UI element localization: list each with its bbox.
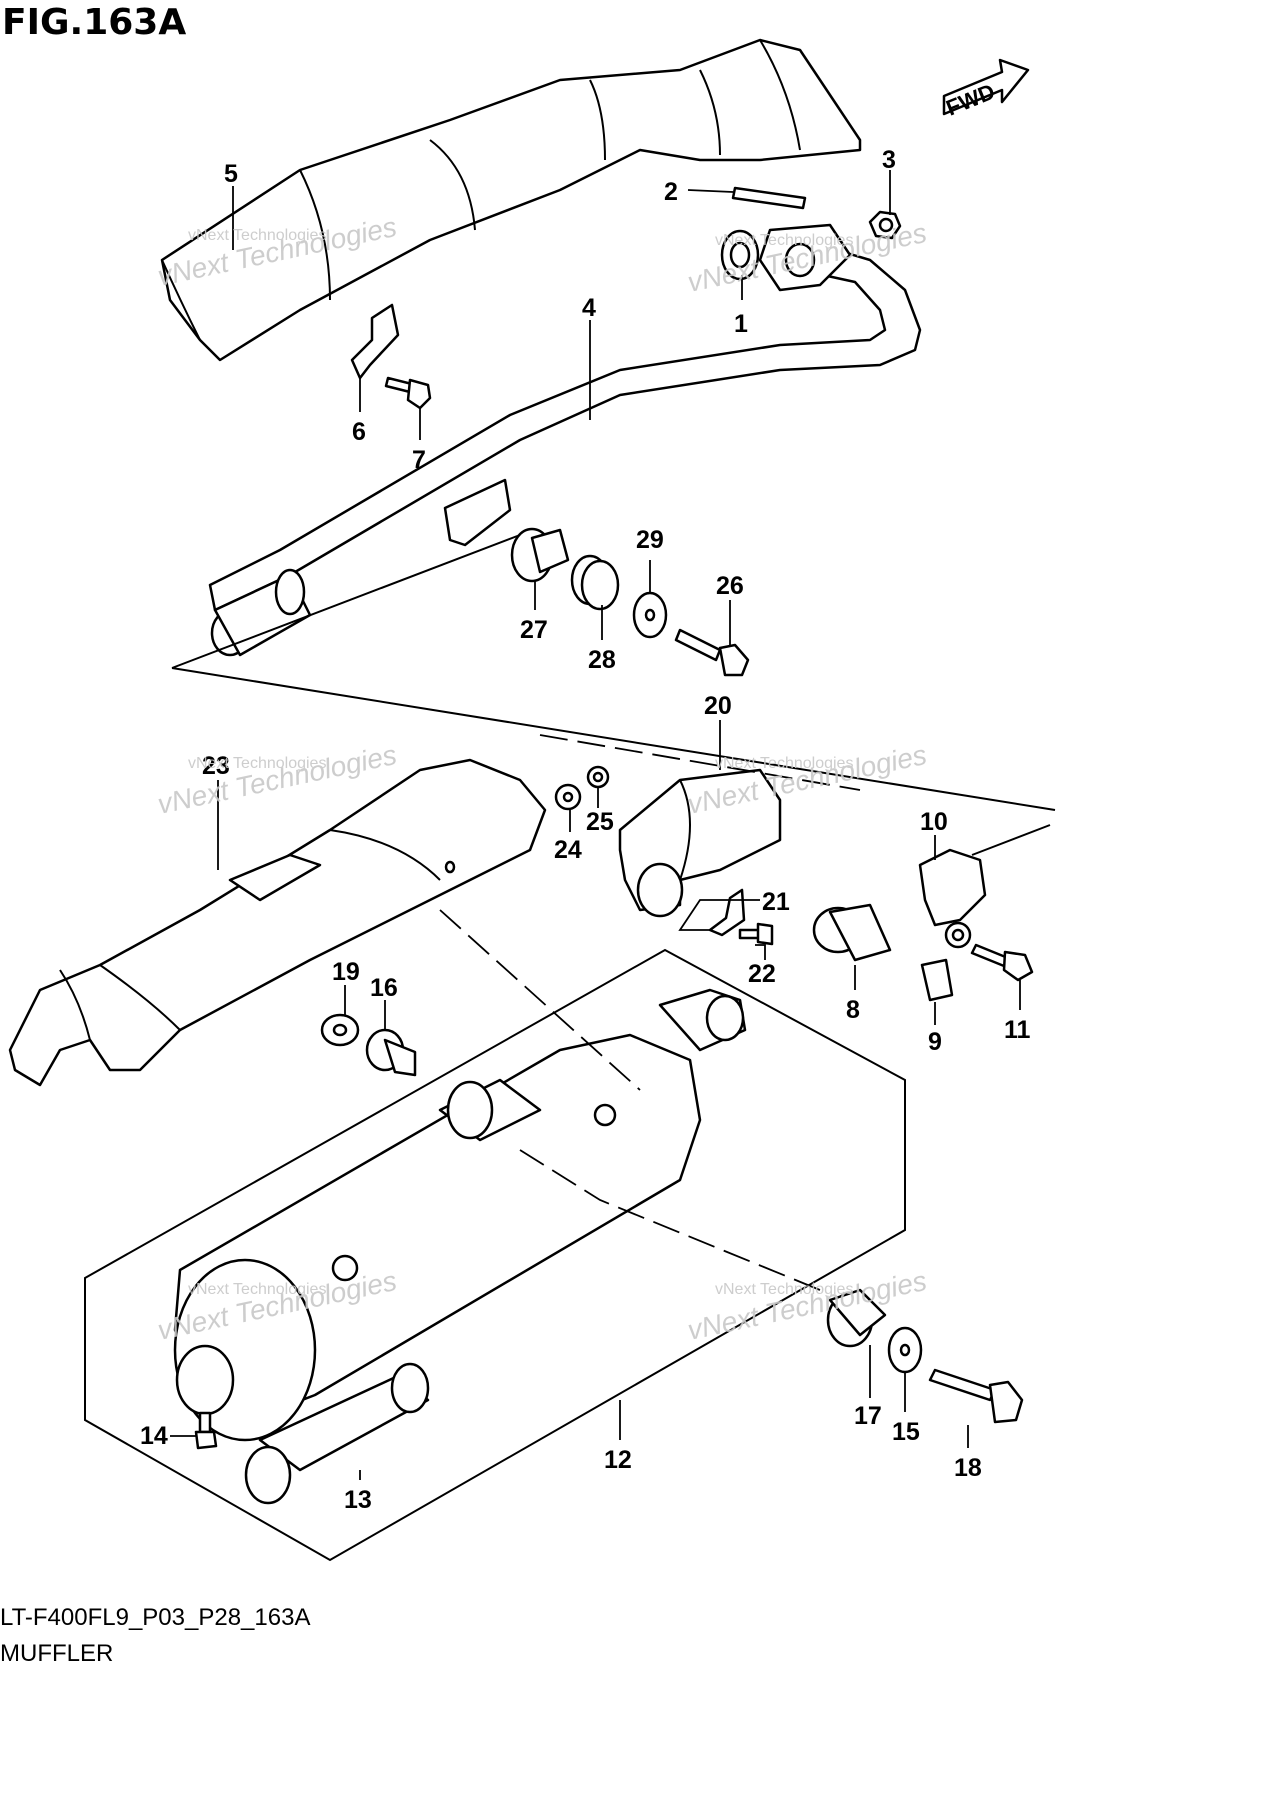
muffler-body xyxy=(173,988,747,1442)
figure-code: LT-F400FL9_P03_P28_163A xyxy=(0,1604,310,1631)
spark-arrester xyxy=(244,1362,430,1505)
muffler-collar xyxy=(365,1028,417,1077)
reference-line xyxy=(171,534,521,669)
svg-text:vNext Technologies: vNext Technologies xyxy=(685,1265,929,1346)
shield-clip xyxy=(708,888,746,937)
figure-title: FIG.163A xyxy=(2,2,186,43)
dashed-guide-line xyxy=(439,909,641,1091)
clip-screw xyxy=(738,922,774,946)
shield-bracket xyxy=(350,303,400,380)
svg-text:vNext Technologies: vNext Technologies xyxy=(715,755,853,772)
callout-6: 6 xyxy=(352,418,366,446)
figure-name: MUFFLER xyxy=(0,1640,113,1667)
pipe-clamp xyxy=(918,848,987,949)
callout-15: 15 xyxy=(892,1418,920,1446)
callout-20: 20 xyxy=(704,692,732,720)
svg-text:vNext Technologies: vNext Technologies xyxy=(188,227,326,244)
callout-7: 7 xyxy=(412,446,426,474)
callout-28: 28 xyxy=(588,646,616,674)
callout-24: 24 xyxy=(554,836,582,864)
flange-nut xyxy=(868,210,902,240)
callout-12: 12 xyxy=(604,1446,632,1474)
muffler-assembly-outline xyxy=(84,948,906,1562)
callout-8: 8 xyxy=(846,996,860,1024)
callout-18: 18 xyxy=(954,1454,982,1482)
grommet-set xyxy=(554,765,610,811)
callout-23: 23 xyxy=(202,752,230,780)
callout-10: 10 xyxy=(920,808,948,836)
callout-21: 21 xyxy=(762,888,790,916)
svg-text:vNext Technologies: vNext Technologies xyxy=(715,232,853,249)
callout-27: 27 xyxy=(520,616,548,644)
muffler-mount-hardware-lower xyxy=(826,1288,1024,1424)
callout-14: 14 xyxy=(140,1422,168,1450)
callout-4: 4 xyxy=(582,294,596,322)
dashed-guide-line xyxy=(519,1149,821,1291)
shield-bolt xyxy=(384,376,432,410)
svg-text:vNext Technologies: vNext Technologies xyxy=(188,1281,326,1298)
muffler-screw xyxy=(194,1411,218,1450)
callout-16: 16 xyxy=(370,974,398,1002)
callout-2: 2 xyxy=(664,178,678,206)
callout-9: 9 xyxy=(928,1028,942,1056)
heat-shield-upper xyxy=(160,38,862,362)
reference-line xyxy=(171,667,1056,811)
clamp-bolt xyxy=(970,943,1034,982)
callout-19: 19 xyxy=(332,958,360,986)
fwd-arrow-icon: FWD xyxy=(943,58,1030,121)
callout-11: 11 xyxy=(1004,1016,1031,1044)
muffler-mount-hardware-upper xyxy=(510,527,750,677)
callout-22: 22 xyxy=(748,960,776,988)
leader-lines xyxy=(170,170,1021,1480)
callout-5: 5 xyxy=(224,160,238,188)
joint-sleeve xyxy=(812,903,892,962)
stud-bolt xyxy=(731,186,807,210)
dashed-guide-line xyxy=(539,734,861,791)
callout-29: 29 xyxy=(636,526,664,554)
exhaust-gasket xyxy=(720,223,852,292)
svg-text:vNext Technologies: vNext Technologies xyxy=(715,1281,853,1298)
callout-26: 26 xyxy=(716,572,744,600)
callout-numbers: 5 2 3 1 4 6 7 27 28 29 26 20 23 24 25 21… xyxy=(140,146,1031,1514)
callout-25: 25 xyxy=(586,808,614,836)
svg-text:vNext Technologies: vNext Technologies xyxy=(188,755,326,772)
exhaust-pipe xyxy=(208,243,922,657)
callout-13: 13 xyxy=(344,1486,372,1514)
callout-17: 17 xyxy=(854,1402,882,1430)
callout-1: 1 xyxy=(734,310,748,338)
muffler-grommet xyxy=(320,1013,360,1047)
callout-3: 3 xyxy=(882,146,896,174)
heat-shield-joint xyxy=(618,768,782,918)
reference-line xyxy=(971,824,1051,856)
clamp-spacer xyxy=(920,958,954,1002)
heat-shield-muffler xyxy=(8,758,547,1087)
